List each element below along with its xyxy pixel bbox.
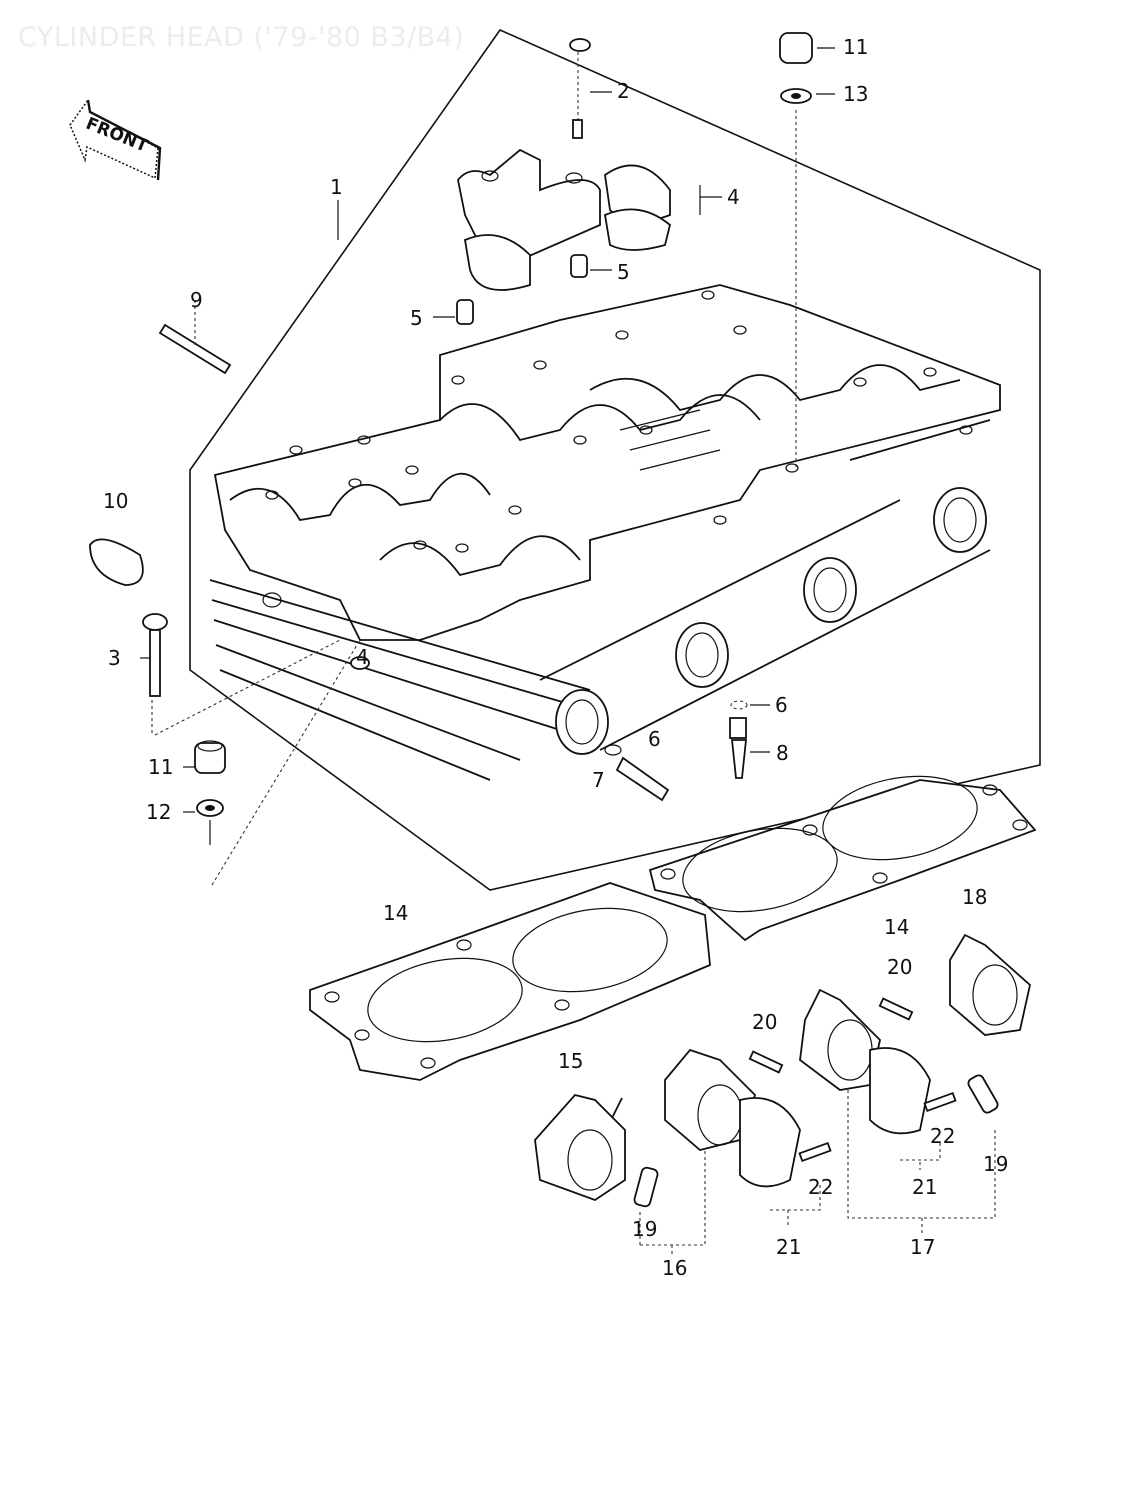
callout-11-top: 11 xyxy=(843,35,868,59)
callout-9: 9 xyxy=(190,288,203,312)
callout-5-left: 5 xyxy=(410,306,423,330)
diagram-title: CYLINDER HEAD ('79-'80 B3/B4) xyxy=(18,22,465,53)
callout-19-left: 19 xyxy=(632,1217,657,1241)
stud-part xyxy=(158,300,232,375)
callout-3: 3 xyxy=(108,646,121,670)
callout-17: 17 xyxy=(910,1235,935,1259)
dowel-pin-part xyxy=(570,254,588,278)
callout-13: 13 xyxy=(843,82,868,106)
bolt-part xyxy=(569,38,591,139)
callout-10: 10 xyxy=(103,489,128,513)
callout-22-left: 22 xyxy=(808,1175,833,1199)
callout-6-right: 6 xyxy=(775,693,788,717)
callout-20-left: 20 xyxy=(752,1010,777,1034)
callout-7: 7 xyxy=(592,768,605,792)
carburetor-holder-17 xyxy=(799,988,999,1135)
callout-12: 12 xyxy=(146,800,171,824)
callout-11-left: 11 xyxy=(148,755,173,779)
callout-20-right: 20 xyxy=(887,955,912,979)
callout-15: 15 xyxy=(558,1049,583,1073)
callout-16: 16 xyxy=(662,1256,687,1280)
callout-14-right: 14 xyxy=(884,915,909,939)
callout-6: 6 xyxy=(648,727,661,751)
callout-1: 1 xyxy=(330,175,343,199)
callout-2: 2 xyxy=(617,79,630,103)
callout-4: 4 xyxy=(727,185,740,209)
clamp-screw-part xyxy=(923,1091,957,1113)
half-moon-plug-part xyxy=(89,538,144,586)
carburetor-holder-15 xyxy=(534,1093,626,1202)
cylinder-head-assembly xyxy=(209,284,1001,781)
callout-18: 18 xyxy=(962,885,987,909)
callout-19-right: 19 xyxy=(983,1152,1008,1176)
dowel-pin-part xyxy=(456,299,474,325)
head-gasket-right-part xyxy=(648,775,1037,942)
cap-nut-left-part xyxy=(194,639,361,886)
cylinder-head-boundary xyxy=(189,29,1041,891)
screw-part xyxy=(878,997,914,1021)
callout-21-right: 21 xyxy=(912,1175,937,1199)
carburetor-holder-18 xyxy=(949,933,1031,1036)
callout-22-right: 22 xyxy=(930,1124,955,1148)
callout-4-head: 4 xyxy=(356,645,369,669)
screw-part xyxy=(748,1050,784,1074)
carburetor-holder-16 xyxy=(633,1048,801,1208)
head-gasket-left-part xyxy=(309,882,711,1081)
callout-labels: 1 2 3 4 4 5 5 6 6 7 8 9 10 11 11 12 13 1… xyxy=(103,35,1008,1280)
callout-5: 5 xyxy=(617,260,630,284)
leader-lines xyxy=(140,47,835,813)
camshaft-cap-part xyxy=(457,148,672,291)
flanged-bolt-part xyxy=(142,613,341,736)
grouping-brackets xyxy=(639,1090,996,1255)
callout-14-left: 14 xyxy=(383,901,408,925)
front-direction-arrow-icon: FRONT xyxy=(69,98,162,181)
cap-nut-top-part xyxy=(779,32,813,470)
clamp-screw-part xyxy=(798,1141,832,1163)
plug-part xyxy=(604,700,748,802)
callout-21-left: 21 xyxy=(776,1235,801,1259)
callout-8: 8 xyxy=(776,741,789,765)
